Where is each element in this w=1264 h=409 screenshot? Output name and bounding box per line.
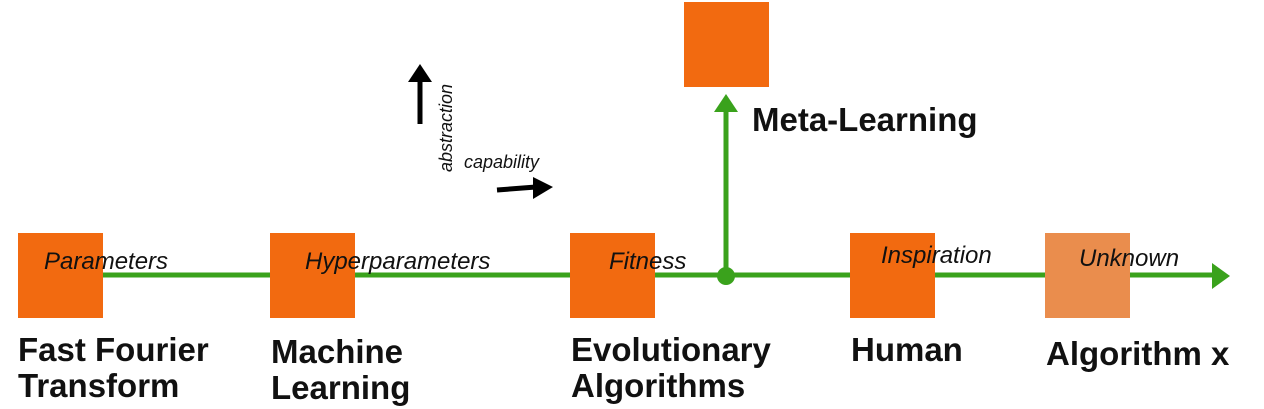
branch-junction-dot (717, 267, 735, 285)
node-human (850, 233, 935, 318)
node-label-ml-line2: Learning (271, 369, 410, 406)
node-algx (1045, 233, 1130, 318)
node-ea (570, 233, 655, 318)
capability-arrow-shaft (496, 184, 537, 193)
node-label-ea-line2: Algorithms (571, 367, 745, 404)
meta-branch-arrowhead (714, 94, 738, 112)
edge-label-unknown: Unknown (1079, 245, 1179, 272)
capability-label: capability (464, 152, 540, 172)
edge-label-parameters: Parameters (44, 248, 168, 275)
node-label-ml-line1: Machine (271, 333, 403, 370)
main-connector-arrowhead (1212, 263, 1230, 289)
node-ml (270, 233, 355, 318)
node-fft (18, 233, 103, 318)
legend-abstraction: abstraction (408, 64, 456, 172)
node-label-fft-line1: Fast Fourier (18, 331, 209, 368)
node-label-human: Human (851, 331, 963, 368)
node-label-fft-line2: Transform (18, 367, 179, 404)
node-label-ea-line1: Evolutionary (571, 331, 772, 368)
legend-capability: capability (464, 152, 553, 199)
node-meta (684, 2, 769, 87)
node-label-algx: Algorithm x (1046, 335, 1230, 372)
edge-label-hyperparameters: Hyperparameters (305, 248, 490, 275)
node-label-meta: Meta-Learning (752, 101, 978, 138)
edge-label-inspiration: Inspiration (881, 242, 992, 269)
edge-label-fitness: Fitness (609, 248, 686, 275)
abstraction-arrow-head (408, 64, 432, 82)
capability-arrow-head (533, 177, 553, 199)
abstraction-label: abstraction (436, 84, 456, 172)
